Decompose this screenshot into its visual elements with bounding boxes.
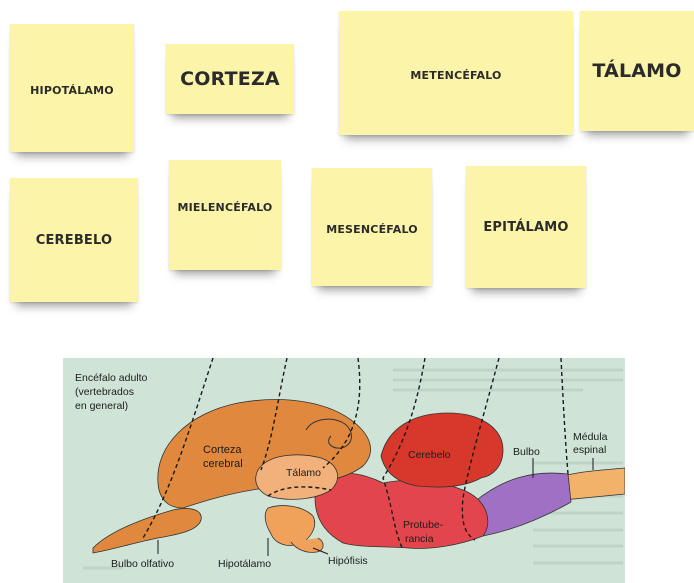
- sticky-note-cerebelo[interactable]: CEREBELO: [10, 178, 138, 302]
- label-cerebelo: Cerebelo: [408, 449, 451, 461]
- sticky-note-hipotalamo[interactable]: HIPOTÁLAMO: [10, 24, 134, 152]
- pons-shape: [314, 472, 489, 549]
- note-label: EPITÁLAMO: [483, 219, 569, 235]
- label-protuberancia-2: rancia: [405, 533, 434, 545]
- label-bulbo: Bulbo: [513, 446, 540, 458]
- sticky-note-mesencefalo[interactable]: MESENCÉFALO: [312, 168, 432, 286]
- note-label: MIELENCÉFALO: [177, 200, 273, 214]
- sticky-note-mielencefalo[interactable]: MIELENCÉFALO: [169, 160, 281, 270]
- cerebellum-shape: [380, 412, 504, 488]
- brain-diagram-image: Encéfalo adulto (vertebrados en general)…: [63, 358, 625, 583]
- label-bulbo-olfativo: Bulbo olfativo: [111, 558, 174, 570]
- sticky-note-talamo[interactable]: TÁLAMO: [580, 11, 694, 131]
- note-label: CORTEZA: [180, 68, 280, 90]
- note-label: CEREBELO: [35, 232, 113, 248]
- sticky-note-corteza[interactable]: CORTEZA: [166, 44, 294, 114]
- label-talamo: Tálamo: [286, 467, 321, 479]
- note-label: TÁLAMO: [592, 60, 682, 82]
- label-corteza-2: cerebral: [203, 458, 243, 470]
- label-hipofisis: Hipófisis: [328, 555, 368, 567]
- diagram-title-line-1: Encéfalo adulto: [75, 372, 148, 384]
- sticky-note-epitalamo[interactable]: EPITÁLAMO: [466, 166, 586, 288]
- label-hipotalamo: Hipotálamo: [218, 558, 271, 570]
- label-corteza-1: Corteza: [203, 444, 242, 456]
- cortex-fold: [305, 418, 352, 449]
- note-label: MESENCÉFALO: [326, 222, 418, 236]
- sticky-note-metencefalo[interactable]: METENCÉFALO: [339, 11, 573, 135]
- label-medula-1: Médula: [573, 431, 608, 443]
- spinal-cord-shape: [562, 467, 625, 501]
- note-label: HIPOTÁLAMO: [30, 83, 114, 97]
- label-protuberancia-1: Protube-: [403, 519, 444, 531]
- diagram-title-line-2: (vertebrados: [75, 386, 134, 398]
- diagram-title-line-3: en general): [75, 400, 128, 412]
- note-label: METENCÉFALO: [410, 68, 502, 82]
- label-medula-2: espinal: [573, 444, 606, 456]
